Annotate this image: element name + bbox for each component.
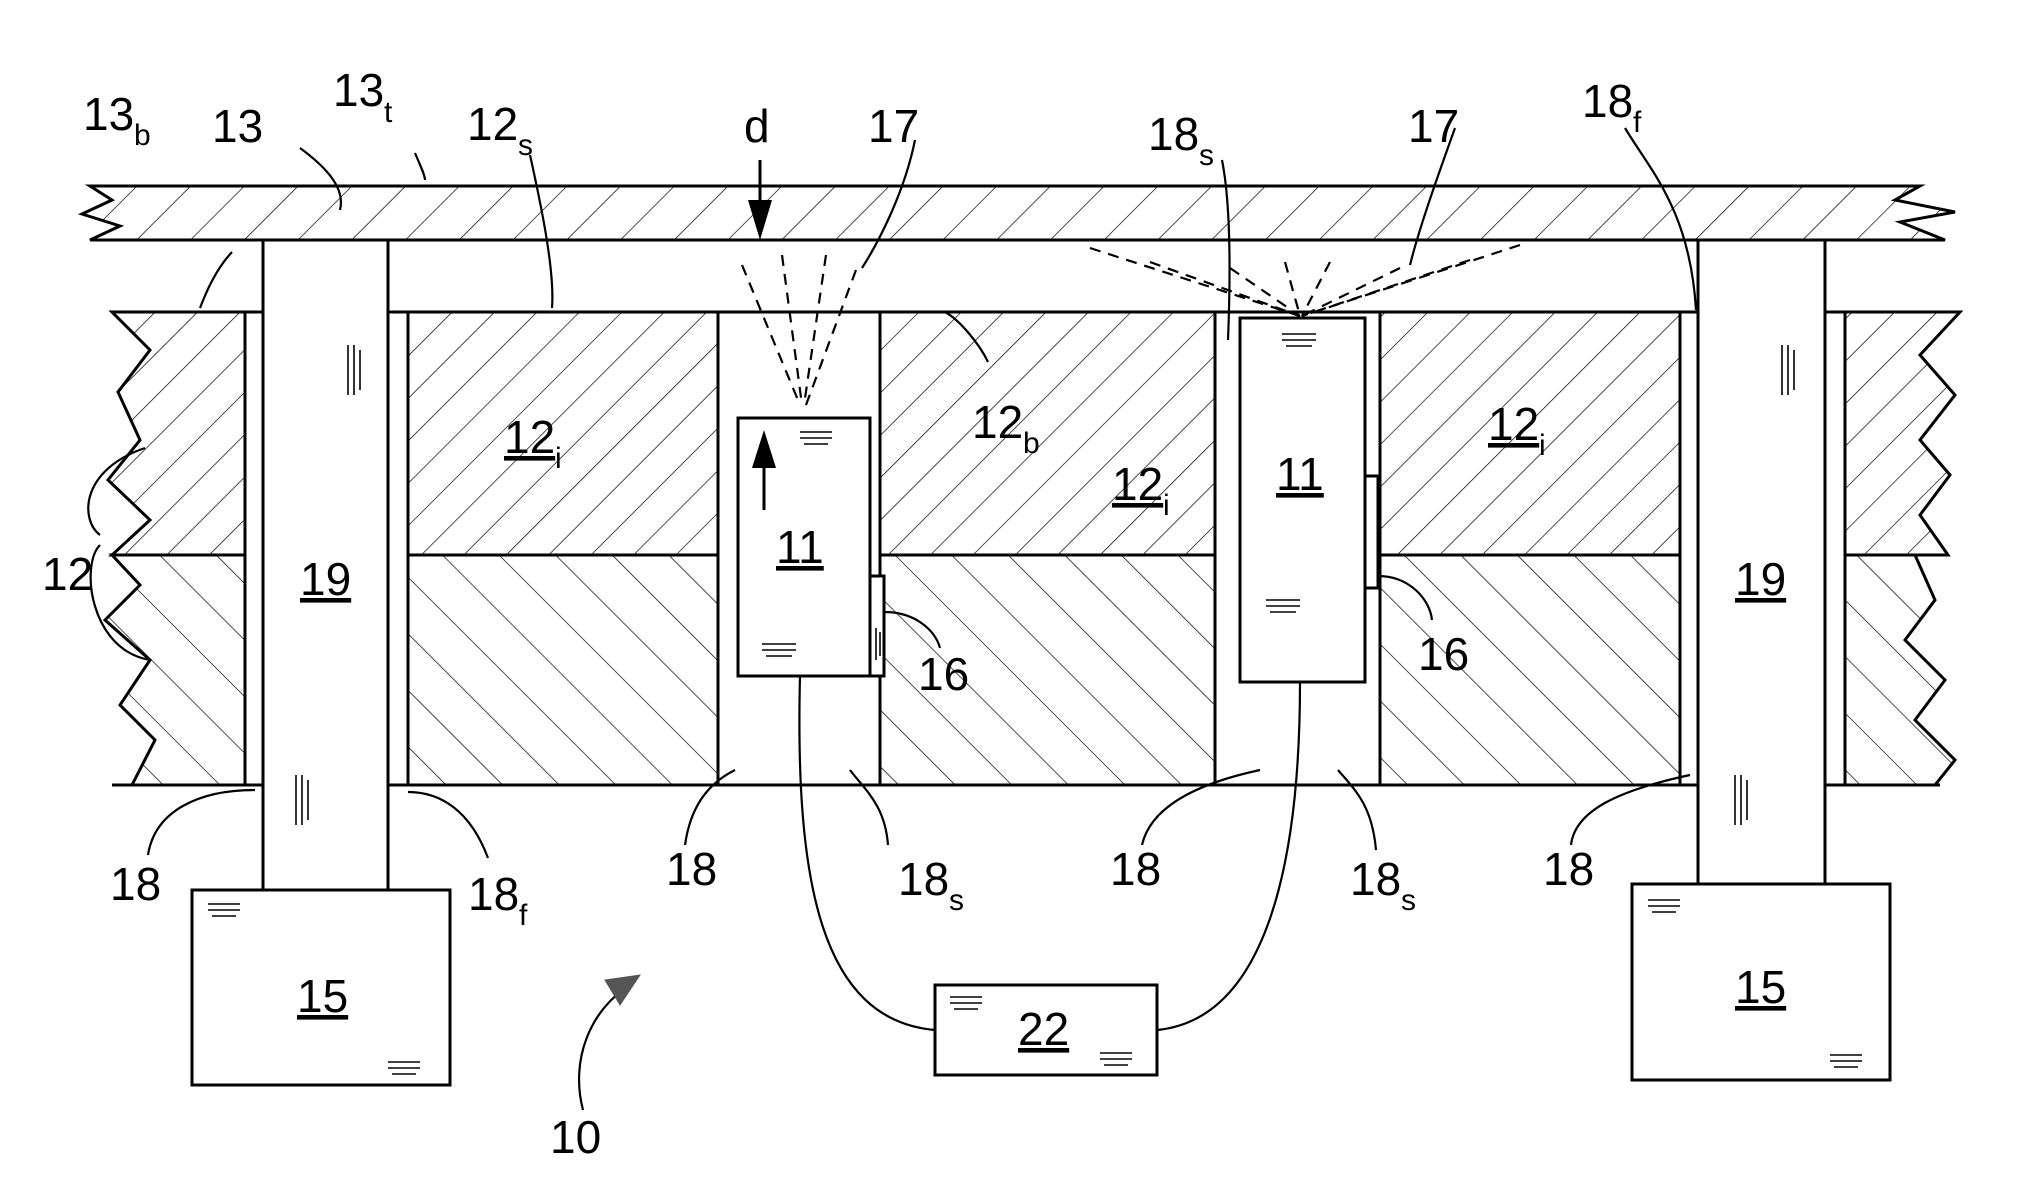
label-16-left: 16 xyxy=(918,648,969,700)
label-12i-right: 12 xyxy=(1488,398,1539,450)
label-15-right: 15 xyxy=(1735,961,1786,1013)
label-18f-bottom: 18 xyxy=(468,868,519,920)
label-11-left: 11 xyxy=(776,521,824,573)
label-12b: 12 xyxy=(972,396,1023,448)
label-12s: 12 xyxy=(467,98,518,150)
label-19-right: 19 xyxy=(1735,553,1786,605)
label-12i-left-sub: i xyxy=(555,442,562,475)
label-13b: 13 xyxy=(83,88,134,140)
label-17-right: 17 xyxy=(1408,100,1459,152)
label-18s-bottom-left-sub: s xyxy=(949,884,964,917)
label-18s-bottom-right: 18 xyxy=(1350,853,1401,905)
label-16-right: 16 xyxy=(1418,628,1469,680)
label-19-left: 19 xyxy=(300,553,351,605)
label-13t-sub: t xyxy=(384,96,393,129)
label-18s-top-sub: s xyxy=(1199,139,1214,172)
label-18s-bottom-right-sub: s xyxy=(1401,884,1416,917)
label-17-left: 17 xyxy=(868,100,919,152)
label-12i-mid: 12 xyxy=(1112,458,1163,510)
label-12b-sub: b xyxy=(1023,427,1040,460)
label-11-right: 11 xyxy=(1276,448,1324,500)
label-13b-sub: b xyxy=(134,119,151,152)
label-18s-top: 18 xyxy=(1148,108,1199,160)
label-18-b: 18 xyxy=(666,843,717,895)
label-18-c: 18 xyxy=(1110,843,1161,895)
label-15-left: 15 xyxy=(297,970,348,1022)
label-d: d xyxy=(744,100,770,152)
label-18-a: 18 xyxy=(110,858,161,910)
label-12i-right-sub: i xyxy=(1539,429,1546,462)
label-12s-sub: s xyxy=(518,129,533,162)
label-13t: 13 xyxy=(333,64,384,116)
label-12: 12 xyxy=(42,548,93,600)
label-18f-top-sub: f xyxy=(1633,106,1642,139)
label-18f-top: 18 xyxy=(1582,75,1633,127)
label-22: 22 xyxy=(1018,1003,1069,1055)
signal-right xyxy=(1090,245,1520,316)
label-18-d: 18 xyxy=(1543,843,1594,895)
label-12i-mid-sub: i xyxy=(1163,489,1170,522)
label-10: 10 xyxy=(550,1111,601,1163)
signal-left xyxy=(742,255,856,405)
module-right xyxy=(1240,318,1378,682)
label-13: 13 xyxy=(212,100,263,152)
label-18f-bottom-sub: f xyxy=(519,899,528,932)
label-18s-bottom-left: 18 xyxy=(898,853,949,905)
label-12i-left: 12 xyxy=(504,411,555,463)
